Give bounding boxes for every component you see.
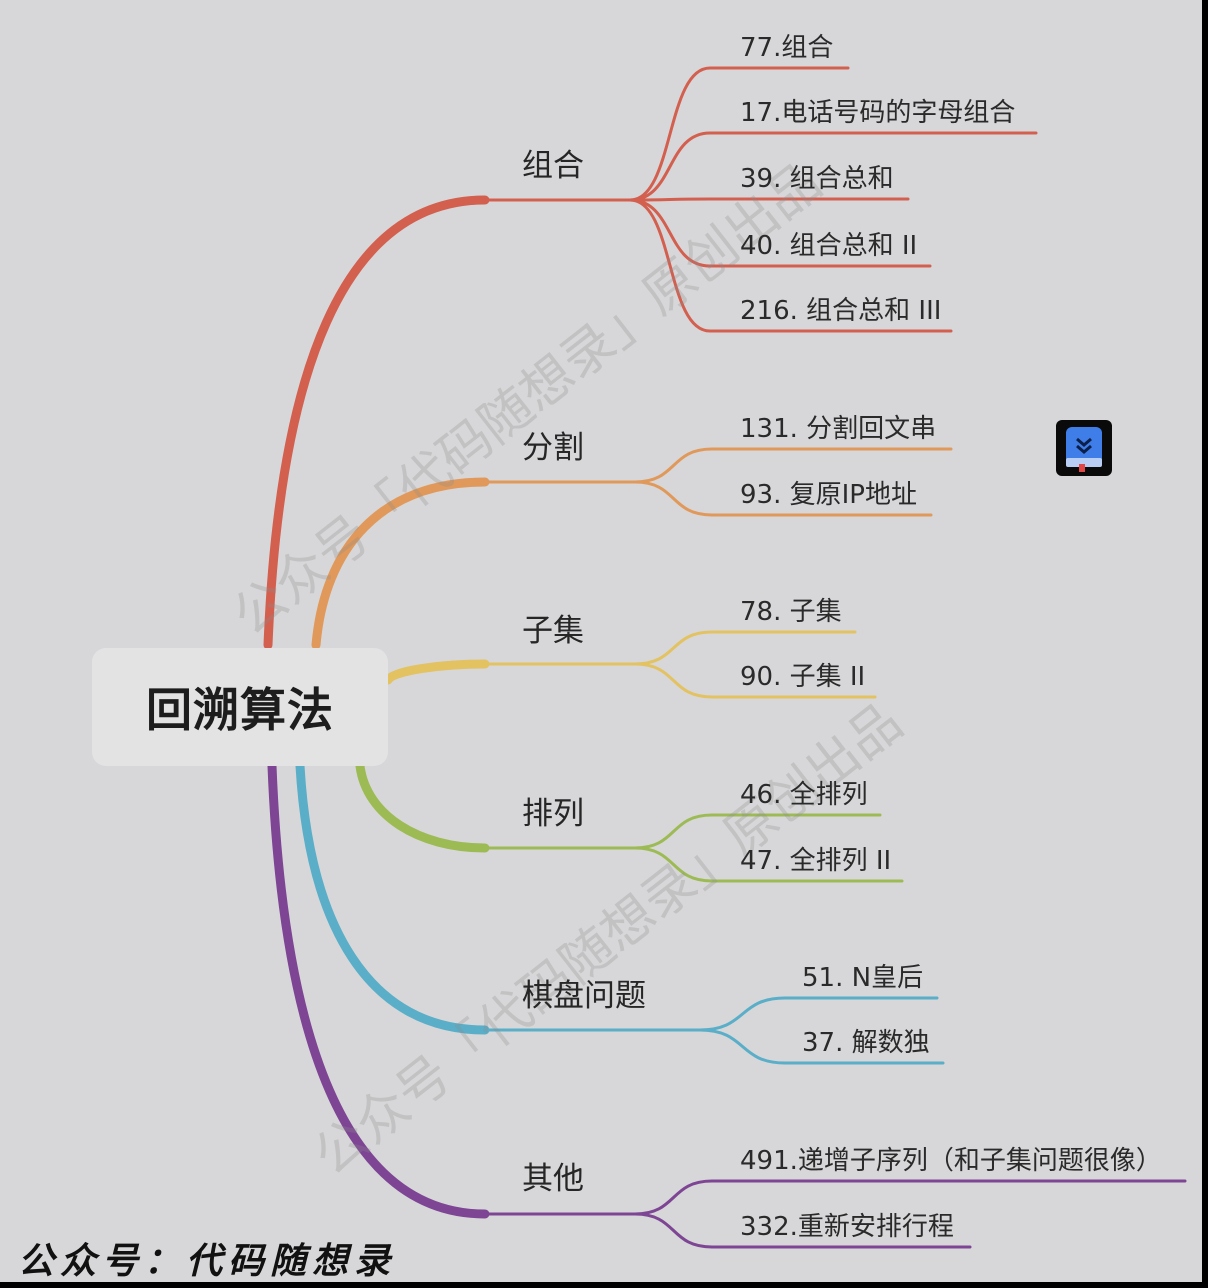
branch-label[interactable]: 组合 [522,148,584,184]
leaf-label[interactable]: 39. 组合总和 [740,164,894,194]
branch-trunk [311,477,490,650]
leaf-connector [628,131,1038,202]
branch-label[interactable]: 棋盘问题 [522,978,646,1014]
leaf-label[interactable]: 40. 组合总和 II [740,231,918,261]
leaf-connector [633,662,877,699]
leaf-connector [633,630,857,666]
leaf-connector [633,846,904,883]
branch-trunk [267,761,490,1219]
leaf-connector [633,480,933,517]
leaf-label[interactable]: 51. N皇后 [802,963,924,993]
leaf-label[interactable]: 93. 复原IP地址 [740,480,917,510]
branch-label[interactable]: 子集 [522,613,584,649]
branch-trunk [263,195,490,650]
leaf-connector [628,198,953,333]
branch-label[interactable]: 分割 [522,430,584,466]
leaf-label[interactable]: 46. 全排列 [740,780,868,810]
branch-trunk [383,659,490,685]
leaf-label[interactable]: 332.重新安排行程 [740,1212,954,1242]
book-app-icon[interactable] [1056,420,1112,476]
branch-trunk [295,761,490,1035]
branch-trunk [355,761,490,853]
branch-label[interactable]: 其他 [522,1161,584,1197]
leaf-label[interactable]: 17.电话号码的字母组合 [740,98,1016,128]
leaf-connector [628,197,910,202]
leaf-connector [698,1028,945,1065]
leaf-connector [628,198,932,268]
leaf-connector [628,66,850,202]
leaf-connector [633,1212,972,1249]
leaf-label[interactable]: 37. 解数独 [802,1028,930,1058]
leaf-label[interactable]: 47. 全排列 II [740,846,892,876]
root-node[interactable]: 回溯算法 [92,648,388,766]
leaf-label[interactable]: 77.组合 [740,33,834,63]
footer-signature: 公众号：代码随想录 [18,1240,397,1282]
leaf-label[interactable]: 78. 子集 [740,597,842,627]
root-label: 回溯算法 [146,683,334,737]
branch-label[interactable]: 排列 [522,796,584,832]
leaf-label[interactable]: 216. 组合总和 III [740,296,942,326]
leaf-connector [633,813,882,850]
leaf-connector [698,996,939,1032]
leaf-label[interactable]: 131. 分割回文串 [740,414,937,444]
leaf-connector [633,447,953,484]
leaf-label[interactable]: 90. 子集 II [740,662,866,692]
leaf-label[interactable]: 491.递增子序列（和子集问题很像） [740,1146,1162,1176]
leaf-connector [633,1179,1187,1216]
